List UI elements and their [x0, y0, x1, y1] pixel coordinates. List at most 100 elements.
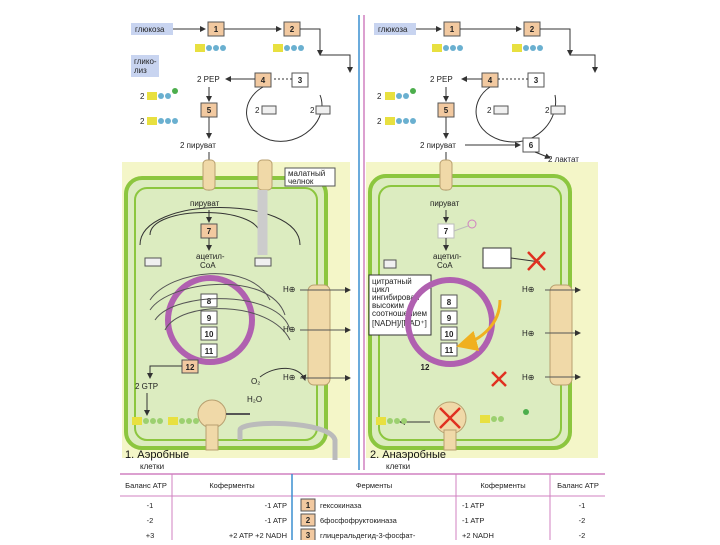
aerobic-malate-label-2: челнок: [288, 177, 314, 186]
anaerobic-atp-molecules: [385, 44, 543, 125]
aerobic-pyruvate-transporter: [202, 159, 216, 191]
anaerobic-atp-synthase: [433, 401, 467, 451]
aerobic-acetyl-label-1: ацетил-: [196, 252, 225, 261]
aerobic-step-4-label: 4: [261, 76, 266, 85]
aerobic-mitochondrion: [124, 176, 328, 450]
aerobic-panel: глюкоза 1 2 глико- лиз 2 2 2 PEP 4 3 2: [122, 21, 353, 471]
anaerobic-pyruvate-cyt-label: 2 пируват: [420, 141, 456, 150]
aerobic-glucose-box: [131, 23, 173, 35]
table-row-2-enzyme: 6фосфофруктокиназа: [320, 516, 398, 525]
anaerobic-note-6: [NADH]/[NAD⁺]: [372, 319, 427, 328]
anaerobic-citrate-note: [368, 274, 432, 336]
aerobic-pyruvate-mito-label: пируват: [190, 199, 220, 208]
aerobic-step-3: [291, 72, 309, 88]
atp-balance-table: Баланс ATP Коферменты Ферменты Кофермент…: [120, 473, 605, 542]
aerobic-atp-bottom: [132, 417, 199, 425]
table-row-1-coenzymes-left: -1 ATP: [265, 501, 287, 510]
table-row-2-coenzymes-left: -1 ATP: [265, 516, 287, 525]
anaerobic-step-4-label: 4: [488, 76, 493, 85]
aerobic-gtp-label: 2 GTP: [135, 382, 158, 391]
aerobic-h2o-label: H₂O: [247, 395, 262, 404]
anaerobic-step-3: [527, 72, 545, 88]
table-row-2-step-box: [300, 513, 316, 527]
anaerobic-step-7-label: 7: [444, 227, 449, 236]
aerobic-step-7-label: 7: [207, 227, 212, 236]
table-row-3-enzyme: глицеральдегид-3-фосфат-: [320, 531, 416, 540]
aerobic-step-2-label: 2: [290, 25, 295, 34]
aerobic-step-12-label: 12: [186, 363, 195, 372]
aerobic-step-3-label: 3: [298, 76, 303, 85]
anaerobic-step-10-label: 10: [445, 330, 454, 339]
table-header-enzymes: Ферменты: [356, 481, 392, 490]
aerobic-step-10: [200, 326, 218, 341]
anaerobic-coeff-2d: 2: [545, 106, 550, 115]
aerobic-coeff-2d: 2: [310, 106, 315, 115]
table-row-1-balance-left: -1: [147, 501, 154, 510]
anaerobic-note-5: соотношением: [372, 309, 427, 318]
aerobic-citric-cycle: [165, 275, 255, 365]
anaerobic-atp-bottom: [376, 409, 529, 425]
anaerobic-step-2-label: 2: [530, 25, 535, 34]
aerobic-step-8-label: 8: [207, 297, 212, 306]
table-row-1-coenzymes-right: -1 ATP: [462, 501, 484, 510]
anaerobic-step-6-label: 6: [529, 141, 534, 150]
aerobic-hplus-1: H⊕: [283, 285, 295, 294]
table-row-1-balance-right: -1: [579, 501, 586, 510]
anaerobic-note-1: цитратный: [372, 277, 412, 286]
anaerobic-glucose-label: глюкоза: [378, 25, 408, 34]
anaerobic-note-3: ингибирован: [372, 293, 419, 302]
aerobic-step-8: [200, 293, 218, 308]
table-header-coenzymes-right: Коферменты: [480, 481, 525, 490]
table-row-2-balance-left: -2: [147, 516, 154, 525]
anaerobic-step-9-label: 9: [447, 314, 452, 323]
anaerobic-step-6: [522, 137, 540, 153]
anaerobic-step-8-label: 8: [447, 298, 452, 307]
table-header-balance-right: Баланс ATP: [557, 481, 599, 490]
aerobic-step-11: [200, 343, 218, 358]
anaerobic-caption-main: 2. Анаэробные: [370, 449, 446, 461]
aerobic-coeff-2b: 2: [140, 117, 145, 126]
anaerobic-lactate-label: 2 лактат: [548, 155, 579, 164]
aerobic-hplus-2: H⊕: [283, 325, 295, 334]
aerobic-atp-synthase: [197, 399, 227, 451]
aerobic-caption-main: 1. Аэробные: [125, 449, 189, 461]
anaerobic-nadh-box: [482, 247, 512, 269]
aerobic-step-9: [200, 310, 218, 325]
anaerobic-step-1-label: 1: [450, 25, 455, 34]
anaerobic-electron-transport-chain: [549, 284, 573, 386]
aerobic-glycolysis-box: [131, 55, 159, 77]
aerobic-pep-label: 2 PEP: [197, 75, 220, 84]
anaerobic-hplus-3: H⊕: [522, 373, 534, 382]
aerobic-o2-label: O₂: [251, 377, 260, 386]
aerobic-acetyl-label-2: CoA: [200, 261, 216, 270]
anaerobic-note-4: высоким: [372, 301, 404, 310]
table-header-balance-left: Баланс ATP: [125, 481, 167, 490]
aerobic-nad-cycle-arc: [246, 86, 323, 142]
anaerobic-red-x-o2: [491, 371, 507, 387]
aerobic-coeff-2a: 2: [140, 92, 145, 101]
table-row-3-balance-left: +3: [146, 531, 155, 540]
anaerobic-panel: глюкоза 1 2 2 2 2 PEP 4 3 2 2 5 2: [366, 21, 598, 471]
table-header-coenzymes-left: Коферменты: [209, 481, 254, 490]
anaerobic-pep-label: 2 PEP: [430, 75, 453, 84]
aerobic-step-9-label: 9: [207, 314, 212, 323]
anaerobic-glucose-box: [374, 23, 416, 35]
anaerobic-hplus-1: H⊕: [522, 285, 534, 294]
aerobic-caption-sub: клетки: [140, 462, 164, 471]
table-row-2-step-number: 2: [306, 516, 311, 525]
anaerobic-pyruvate-mito-label: пируват: [430, 199, 460, 208]
aerobic-glycolysis-label-1: глико-: [134, 57, 157, 66]
aerobic-glycolysis-label-2: лиз: [134, 66, 147, 75]
anaerobic-step-12-label: 12: [421, 363, 430, 372]
table-row-1-step-number: 1: [306, 501, 311, 510]
anaerobic-caption-sub: клетки: [386, 462, 410, 471]
table-row-3-balance-right: -2: [579, 531, 586, 540]
table-row-1-enzyme: гексокиназа: [320, 501, 362, 510]
aerobic-step-5-label: 5: [207, 106, 212, 115]
aerobic-step-11-label: 11: [205, 347, 214, 356]
aerobic-malate-label-1: малатный: [288, 169, 325, 178]
anaerobic-hplus-2: H⊕: [522, 329, 534, 338]
table-row-3-step-number: 3: [306, 531, 311, 540]
aerobic-pyruvate-cyt-label: 2 пируват: [180, 141, 216, 150]
